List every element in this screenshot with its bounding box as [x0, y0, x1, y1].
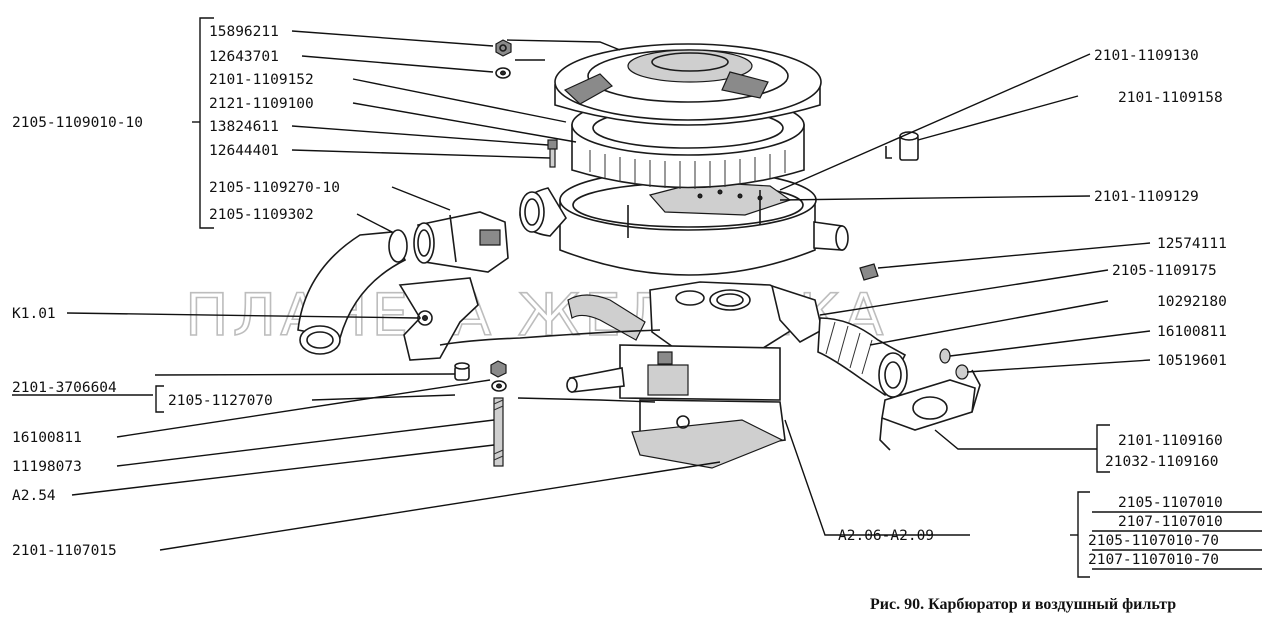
- label-2105-1109010-10: 2105-1109010-10: [12, 115, 143, 131]
- intake-hose-assembly: [297, 211, 509, 355]
- group-brackets: [155, 17, 1262, 578]
- air-filter-assembly: [495, 39, 919, 276]
- label-2101-1109160: 2101-1109160: [1118, 433, 1223, 449]
- label-2101-1107015: 2101-1107015: [12, 543, 117, 559]
- stud: [493, 397, 504, 467]
- label-2101-3706604: 2101-3706604: [12, 380, 117, 396]
- cover-clamp-right: [721, 71, 769, 99]
- label-2105-1127070: 2105-1127070: [168, 393, 273, 409]
- label-21032-1109160: 21032-1109160: [1105, 454, 1219, 470]
- vent-nut: [859, 263, 879, 281]
- label-16100811-left: 16100811: [12, 430, 82, 446]
- label-15896211: 15896211: [209, 24, 279, 40]
- bracket-flange-group: [1096, 424, 1110, 473]
- air-horn-primary: [709, 289, 751, 311]
- carburetor-gasket: [631, 419, 784, 469]
- label-2101-1109152: 2101-1109152: [209, 72, 314, 88]
- fuel-inlet-fitting: [569, 367, 625, 393]
- part-labels: 15896211 12643701 2101-1109152 2121-1109…: [12, 24, 1227, 568]
- label-2101-1109130: 2101-1109130: [1094, 48, 1199, 64]
- carburetor-body: [619, 344, 781, 401]
- label-a2-54: A2.54: [12, 488, 56, 504]
- vent-hose-end: [878, 352, 908, 398]
- label-2107-1107010-70: 2107-1107010-70: [1088, 552, 1219, 568]
- filter-element-pleats: [589, 150, 786, 189]
- cap-nut: [495, 39, 512, 57]
- label-2105-1109302: 2105-1109302: [209, 207, 314, 223]
- valve-lever: [479, 229, 501, 246]
- throttle-lever: [770, 284, 823, 344]
- label-12574111: 12574111: [1157, 236, 1227, 252]
- label-2105-1107010: 2105-1107010: [1118, 495, 1223, 511]
- label-13824611: 13824611: [209, 119, 279, 135]
- carburetor-assembly: [566, 281, 823, 469]
- label-a2-06-a2-09: A2.06-A2.09: [838, 528, 934, 544]
- choke-housing: [647, 364, 689, 396]
- leader-lines: [66, 30, 1151, 551]
- bracket-cap-group: [155, 385, 164, 413]
- label-12644401: 12644401: [209, 143, 279, 159]
- stud-nut: [490, 360, 507, 378]
- label-2105-1107010-70: 2105-1107010-70: [1088, 533, 1219, 549]
- label-12643701: 12643701: [209, 49, 279, 65]
- figure-caption: Рис. 90. Карбюратор и воздушный фильтр: [870, 596, 1176, 613]
- label-2107-1107010: 2107-1107010: [1118, 514, 1223, 530]
- solenoid-valve: [657, 351, 673, 365]
- label-10519601: 10519601: [1157, 353, 1227, 369]
- vent-hose-assembly: [817, 263, 981, 451]
- label-2101-1109158: 2101-1109158: [1118, 90, 1223, 106]
- label-2121-1109100: 2121-1109100: [209, 96, 314, 112]
- bracket-air-filter-group: [199, 17, 214, 229]
- intake-hose-mouth: [299, 325, 341, 355]
- breather-hose: [567, 294, 646, 341]
- label-2105-1109175: 2105-1109175: [1112, 263, 1217, 279]
- throttle-bracket: [398, 277, 479, 361]
- label-16100811-right: 16100811: [1157, 324, 1227, 340]
- cover-clamp-left: [563, 73, 613, 105]
- label-k1-01: K1.01: [12, 306, 56, 322]
- bolt-shank: [549, 148, 556, 168]
- label-2101-1109129: 2101-1109129: [1094, 189, 1199, 205]
- cover-center-boss: [627, 49, 753, 83]
- label-11198073: 11198073: [12, 459, 82, 475]
- bolt-head: [547, 139, 558, 150]
- label-10292180: 10292180: [1157, 294, 1227, 310]
- label-2105-1109270-10: 2105-1109270-10: [209, 180, 340, 196]
- air-horn-secondary: [675, 290, 705, 306]
- small-parts-left: [398, 277, 661, 467]
